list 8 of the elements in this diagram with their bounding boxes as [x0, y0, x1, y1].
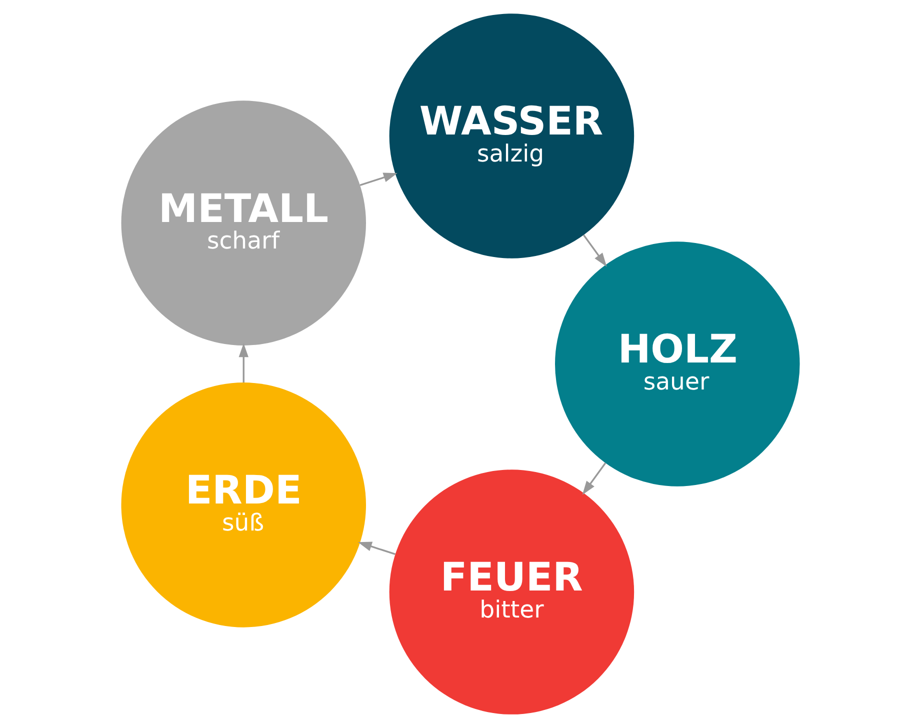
- node-circle: METALL scharf: [120, 100, 366, 346]
- arrow: [582, 234, 606, 267]
- node-circle: FEUER bitter: [388, 470, 634, 714]
- arrow: [359, 172, 397, 186]
- node-circle: ERDE süß: [120, 382, 366, 628]
- arrow: [582, 462, 606, 495]
- arrow: [238, 343, 248, 383]
- arrow: [357, 542, 396, 556]
